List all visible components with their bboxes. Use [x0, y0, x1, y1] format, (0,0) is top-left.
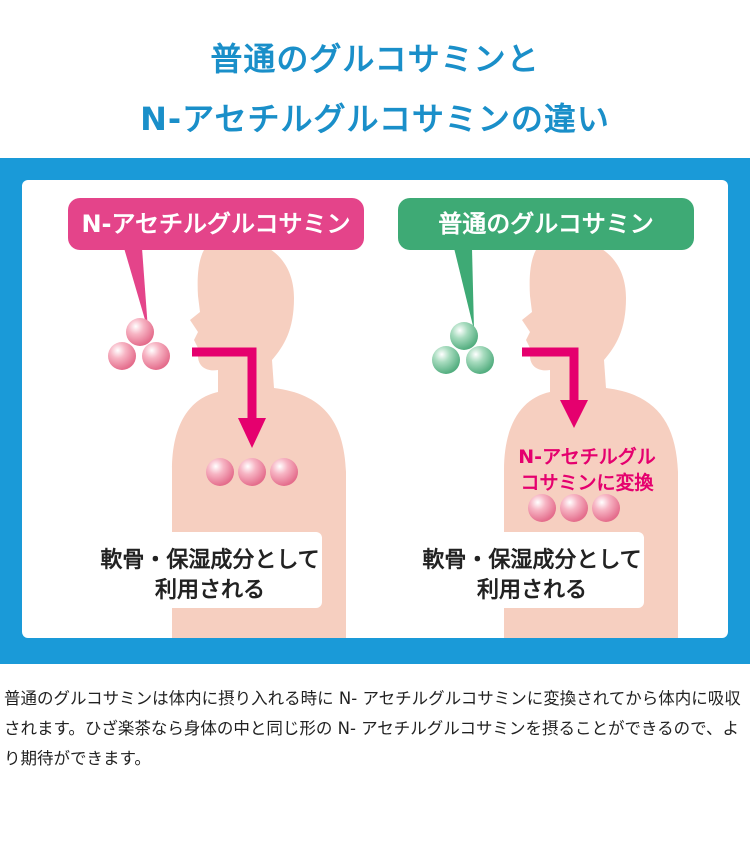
title-line-1: 普通のグルコサミンと [210, 40, 540, 78]
right-result-line-2: 利用される [476, 578, 587, 603]
conversion-note: N-アセチルグル コサミンに変換 [492, 444, 682, 496]
description-text: 普通のグルコサミンは体内に摂り入れる時に N- アセチルグルコサミンに変換されて… [4, 689, 741, 768]
left-molecules-outside [108, 318, 170, 370]
comparison-panel: N-アセチルグルコサミン 普通のグルコサミン N-アセチルグル コサミンに変換 … [22, 180, 728, 638]
conversion-note-line-2: コサミンに変換 [520, 472, 654, 494]
right-molecules-inside [528, 494, 620, 522]
right-arrow [522, 347, 588, 428]
right-result-box: 軟骨・保湿成分として 利用される [420, 532, 644, 608]
right-molecules-outside [432, 322, 494, 374]
comparison-frame: N-アセチルグルコサミン 普通のグルコサミン N-アセチルグル コサミンに変換 … [0, 158, 750, 664]
left-molecules-inside [206, 458, 298, 486]
left-result-line-1: 軟骨・保湿成分として [100, 548, 320, 573]
left-result-box: 軟骨・保湿成分として 利用される [98, 532, 322, 608]
right-result-line-1: 軟骨・保湿成分として [422, 548, 642, 573]
left-result-line-2: 利用される [154, 578, 265, 603]
label-glucosamine: 普通のグルコサミン [398, 198, 694, 250]
conversion-note-line-1: N-アセチルグル [518, 446, 656, 468]
right-callout-tail [454, 248, 474, 330]
left-callout-tail [124, 248, 148, 330]
title-line-2: N-アセチルグルコサミンの違い [140, 100, 610, 138]
label-n-acetylglucosamine: N-アセチルグルコサミン [68, 198, 364, 250]
left-arrow [192, 347, 266, 448]
